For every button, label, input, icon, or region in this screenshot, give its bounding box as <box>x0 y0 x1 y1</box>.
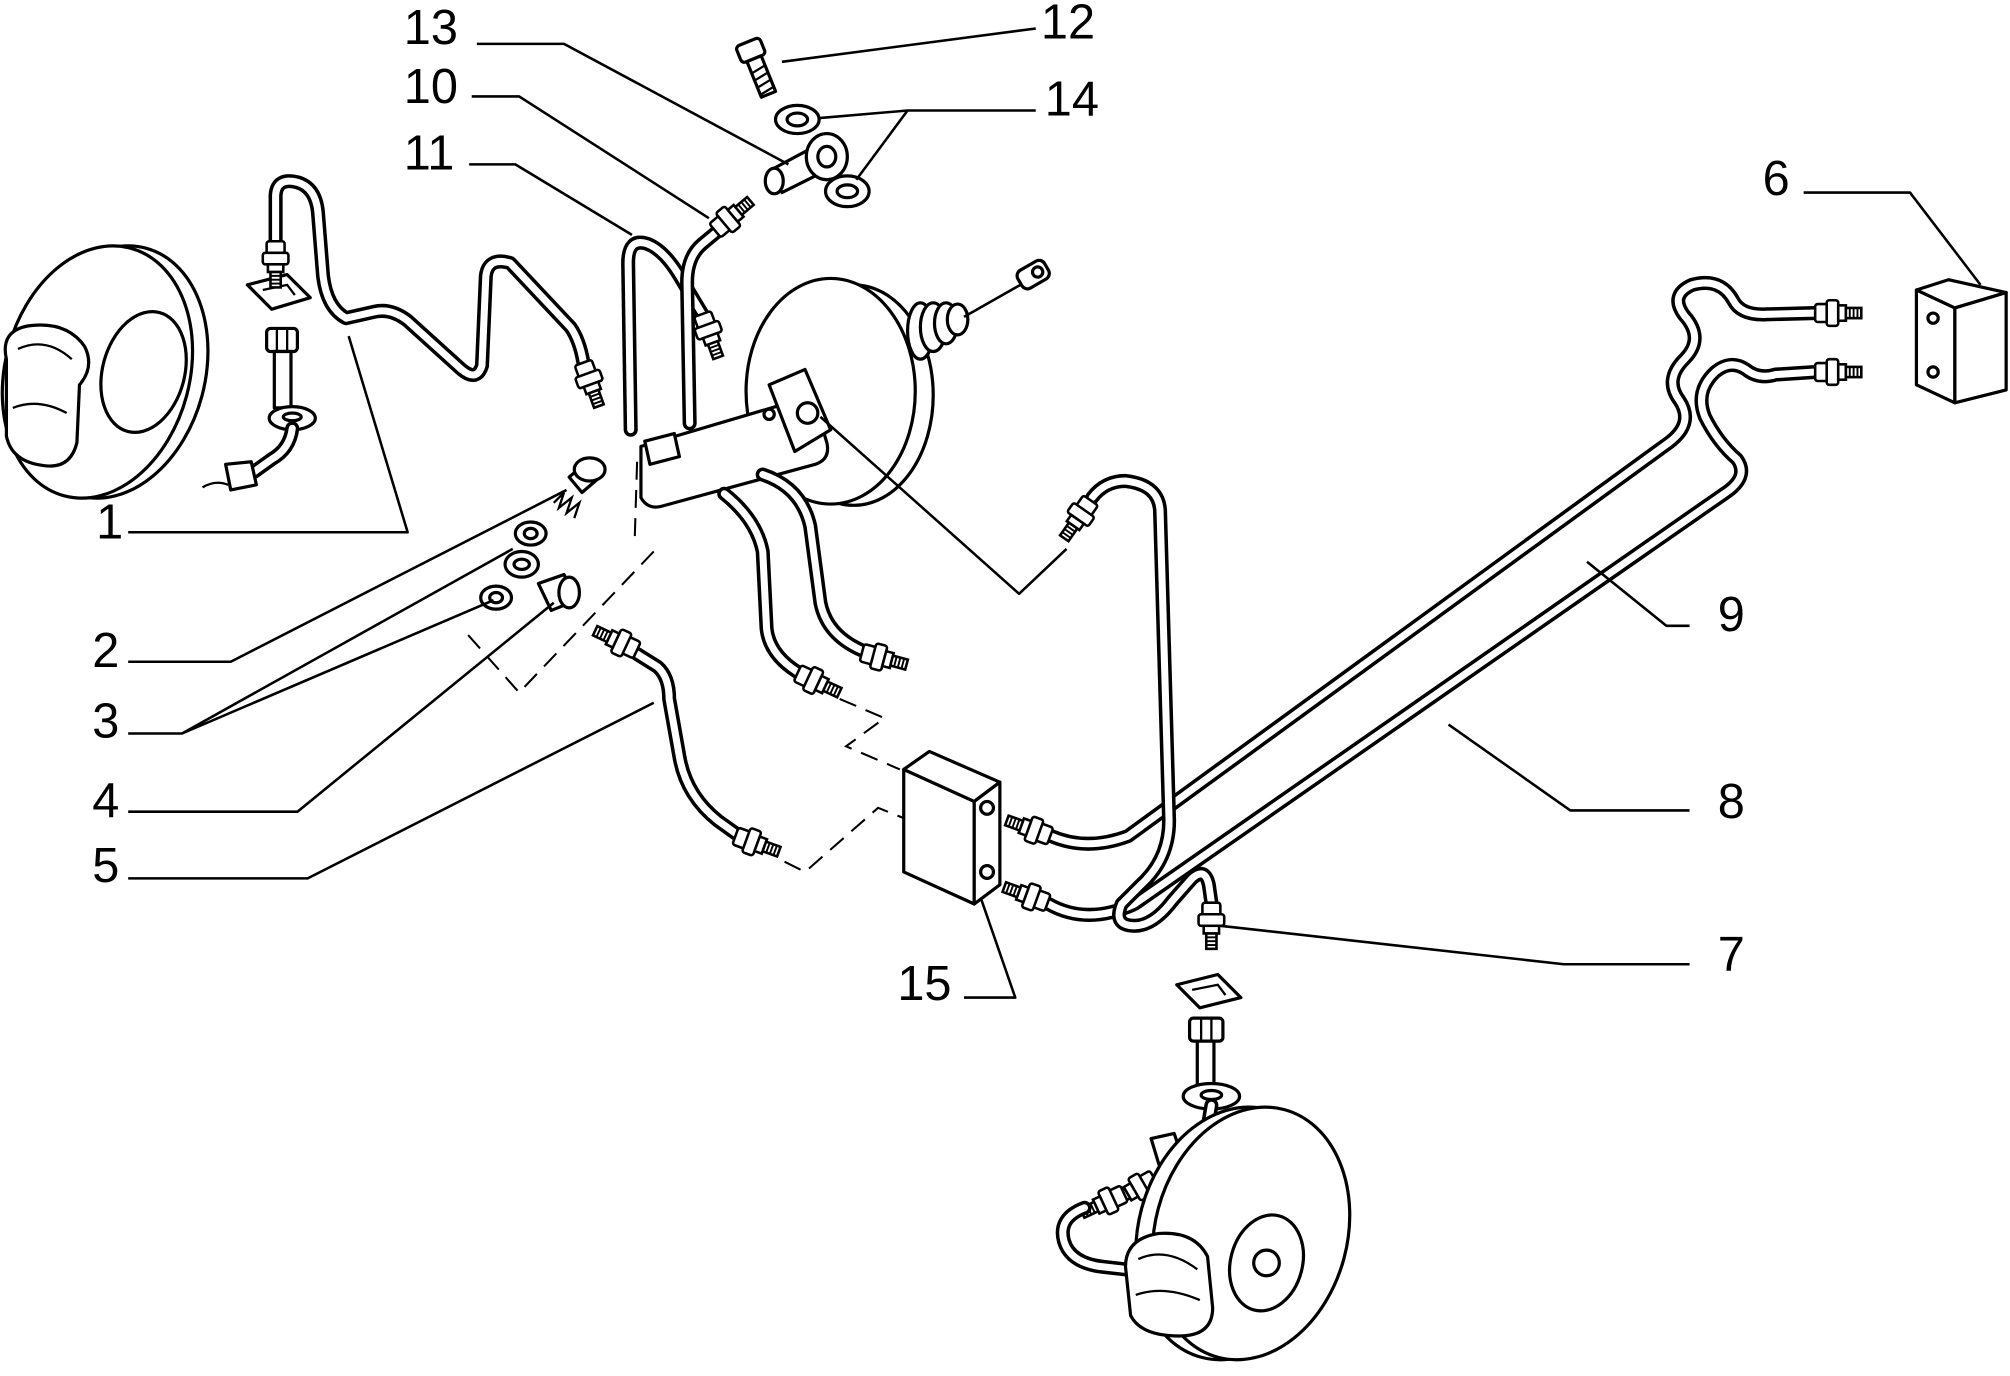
callout-label-3: 3 <box>92 694 119 748</box>
callout-label-5: 5 <box>92 839 119 893</box>
callout-label-6: 6 <box>1763 152 1790 206</box>
washer-14-lower <box>823 174 871 209</box>
fitting-outlet-b <box>857 638 912 679</box>
fitting-pipe-1-rear <box>569 357 613 412</box>
fitting-pipe-5-bottom <box>729 822 785 866</box>
fitting-pipe-5-top <box>588 617 644 664</box>
union-4 <box>503 549 582 613</box>
washer-3-lower <box>479 584 514 611</box>
leader-lines <box>128 27 1982 999</box>
leader-7 <box>1220 924 1690 966</box>
callout-labels: 1 2 3 4 5 6 7 8 9 10 11 12 13 14 15 <box>92 0 1789 1011</box>
bolt-12 <box>735 36 778 99</box>
leader-5 <box>128 701 655 880</box>
leader-10 <box>471 95 710 220</box>
brake-pipe-outlet-a <box>724 494 797 672</box>
callout-label-9: 9 <box>1718 588 1745 642</box>
brake-pipe-5 <box>637 654 736 833</box>
fitting-pipe-7-bottom <box>1197 901 1226 951</box>
callout-label-4: 4 <box>92 774 119 828</box>
brake-caliper-left <box>3 323 91 468</box>
hose-nut-right <box>1187 1016 1225 1043</box>
cap-2 <box>567 456 607 495</box>
hose-left <box>201 349 317 492</box>
fitting-pipe-8-block <box>998 873 1054 917</box>
leader-14 <box>817 109 1036 181</box>
brake-module-6 <box>1914 278 2008 405</box>
assembly-dashed-lines <box>467 461 905 874</box>
leader-13 <box>476 42 789 166</box>
callout-label-8: 8 <box>1718 775 1745 829</box>
leader-8 <box>1447 723 1690 812</box>
brake-pipe-1 <box>276 181 584 375</box>
spring <box>552 491 582 519</box>
hose-clip-right <box>1175 972 1243 1010</box>
leader-11 <box>469 163 633 236</box>
junction-block-15 <box>902 749 1002 906</box>
washer-3-upper <box>513 520 548 547</box>
callout-label-12: 12 <box>1041 0 1095 50</box>
leader-1 <box>128 335 409 534</box>
callout-label-11: 11 <box>404 126 455 180</box>
leader-3 <box>128 547 514 735</box>
callout-label-1: 1 <box>96 496 123 550</box>
leader-6 <box>1803 191 1982 286</box>
leader-15 <box>963 897 1017 999</box>
leader-9 <box>1586 560 1690 628</box>
leader-4 <box>128 601 555 813</box>
master-cylinder <box>639 367 833 509</box>
leader-12 <box>781 27 1036 64</box>
leader-2 <box>128 488 568 664</box>
fitting-pipe-11 <box>689 308 732 364</box>
brake-caliper-right <box>1123 1231 1215 1338</box>
fitting-pipe-9-module <box>1813 298 1863 328</box>
fitting-pipe-9-block <box>1001 807 1056 850</box>
callout-label-15: 15 <box>897 957 951 1011</box>
callout-label-7: 7 <box>1718 928 1745 982</box>
hose-nut-left <box>265 326 300 354</box>
callout-label-14: 14 <box>1045 73 1099 127</box>
leader-booster-pipe <box>819 415 1068 596</box>
callout-label-13: 13 <box>404 1 458 55</box>
fitting-pipe-8-module <box>1813 357 1863 387</box>
callout-label-2: 2 <box>92 624 119 678</box>
callout-label-10: 10 <box>404 60 458 114</box>
washer-14-upper <box>773 103 821 136</box>
fitting-outlet-a <box>790 660 847 706</box>
banjo-union-13 <box>763 131 849 196</box>
